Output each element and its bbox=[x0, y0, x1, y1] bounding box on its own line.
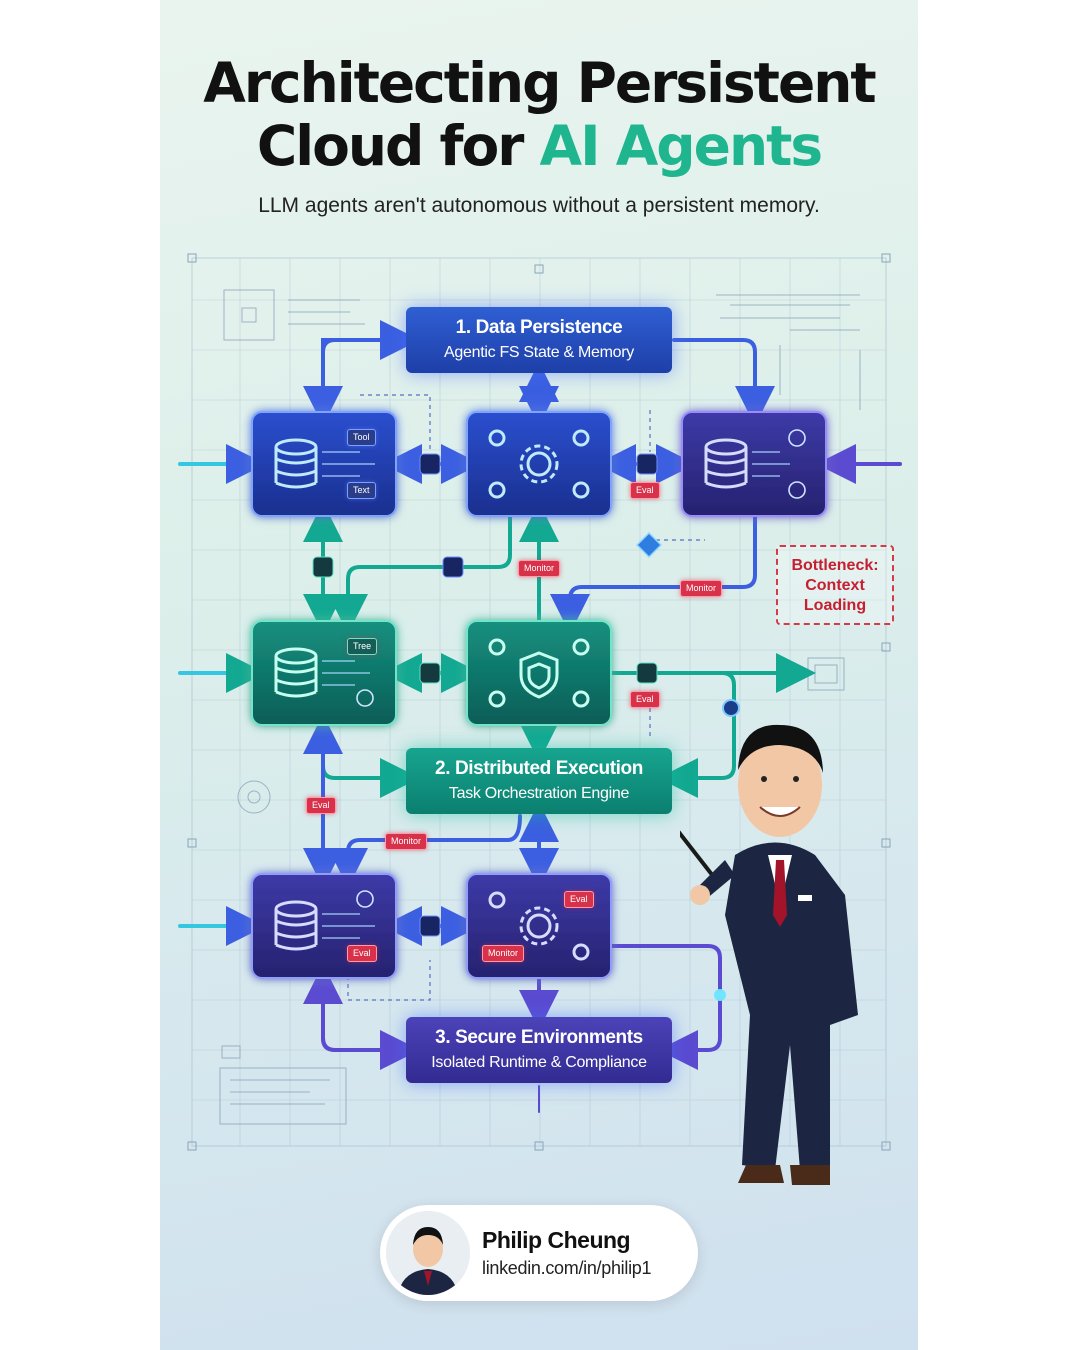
page-title: Architecting Persistent Cloud for AI Age… bbox=[160, 52, 918, 178]
node-gear-hub bbox=[466, 411, 612, 517]
stage-title: 3. Secure Environments bbox=[435, 1027, 643, 1048]
head bbox=[738, 733, 822, 837]
stage-title: 1. Data Persistence bbox=[455, 317, 623, 338]
node-tag-monitor: Monitor bbox=[385, 833, 428, 850]
callout-line: Loading bbox=[803, 597, 867, 614]
arrow-persistence-to-node3 bbox=[672, 338, 775, 426]
arrow-node1-to-persistence bbox=[321, 320, 420, 360]
node-tag-tree: Tree bbox=[347, 638, 378, 655]
node-tag-eval: Eval bbox=[306, 797, 336, 814]
title-line-1: Architecting Persistent bbox=[203, 51, 876, 115]
stage-subtitle: Isolated Runtime & Compliance bbox=[431, 1054, 647, 1071]
grid-corner-markers bbox=[187, 253, 891, 1151]
hand bbox=[690, 885, 710, 905]
arrow-node7-to-secure bbox=[321, 978, 420, 1070]
gear-icon bbox=[488, 891, 590, 961]
stage-subtitle: Task Orchestration Engine bbox=[448, 785, 630, 802]
node-tag-eval: Eval bbox=[347, 945, 377, 962]
node-tag-monitor: Monitor bbox=[680, 580, 723, 597]
author-link[interactable]: linkedin.com/in/philip1 bbox=[482, 1258, 652, 1278]
arrow-node4-to-execution bbox=[321, 726, 420, 798]
node-tag-eval: Eval bbox=[564, 891, 594, 908]
gear-icon bbox=[488, 429, 590, 499]
node-tag-monitor: Monitor bbox=[482, 945, 525, 962]
suit-body bbox=[725, 842, 858, 1170]
arrow-persistence-to-node1 bbox=[303, 338, 406, 426]
tie bbox=[773, 860, 787, 927]
shoe bbox=[790, 1165, 830, 1185]
dashed-lines bbox=[347, 394, 705, 1001]
architecture-diagram bbox=[178, 253, 902, 1151]
arrow-hub-to-node4 bbox=[328, 516, 512, 634]
node-gear-hub-2 bbox=[466, 873, 612, 979]
node-tag-text: Text bbox=[347, 482, 376, 499]
arrow-to-distributed-execution bbox=[658, 671, 736, 798]
junction-chips bbox=[312, 453, 740, 1001]
database-icon bbox=[274, 647, 318, 698]
stage-title: 2. Distributed Execution bbox=[435, 758, 643, 779]
arrow-node3-to-shield bbox=[550, 516, 757, 634]
title-line-2-prefix: Cloud for bbox=[256, 114, 540, 178]
database-icon bbox=[274, 438, 318, 489]
page-subtitle: LLM agents aren't autonomous without a p… bbox=[258, 194, 820, 217]
arrow-execution-to-node7 bbox=[328, 814, 522, 888]
bottleneck-callout: Bottleneck: Context Loading bbox=[776, 545, 894, 625]
author-card[interactable]: Philip Cheung linkedin.com/in/philip1 bbox=[380, 1205, 698, 1301]
stage-distributed-execution: 2. Distributed Execution Task Orchestrat… bbox=[406, 748, 672, 814]
database-icon bbox=[274, 900, 318, 951]
stage-subtitle: Agentic FS State & Memory bbox=[444, 344, 634, 361]
stage-secure-environments: 3. Secure Environments Isolated Runtime … bbox=[406, 1017, 672, 1083]
hair bbox=[738, 724, 823, 773]
node-tag-monitor: Monitor bbox=[518, 560, 561, 577]
title-accent: AI Agents bbox=[539, 114, 824, 178]
blueprint-sketches bbox=[219, 289, 861, 1125]
callout-line: Context bbox=[805, 577, 865, 594]
avatar-portrait-icon bbox=[386, 1211, 470, 1295]
node-tag-eval: Eval bbox=[630, 691, 660, 708]
pointer-stick bbox=[680, 830, 722, 887]
author-name: Philip Cheung bbox=[482, 1227, 631, 1253]
node-tag-tool: Tool bbox=[347, 429, 376, 446]
shoe bbox=[738, 1165, 784, 1183]
callout-line: Bottleneck: bbox=[791, 557, 879, 574]
shield-icon bbox=[488, 638, 590, 708]
node-tag-eval: Eval bbox=[630, 482, 660, 499]
node-port-icons bbox=[356, 429, 806, 908]
arrow-secure-to-node7 bbox=[303, 964, 406, 1052]
presenter-illustration bbox=[680, 724, 858, 1185]
infographic-poster: Architecting Persistent Cloud for AI Age… bbox=[160, 0, 918, 1350]
database-icon bbox=[704, 438, 748, 489]
node-shield-hub bbox=[466, 620, 612, 726]
avatar bbox=[386, 1211, 470, 1295]
stage-data-persistence: 1. Data Persistence Agentic FS State & M… bbox=[406, 307, 672, 373]
circuit-traces bbox=[322, 451, 790, 939]
